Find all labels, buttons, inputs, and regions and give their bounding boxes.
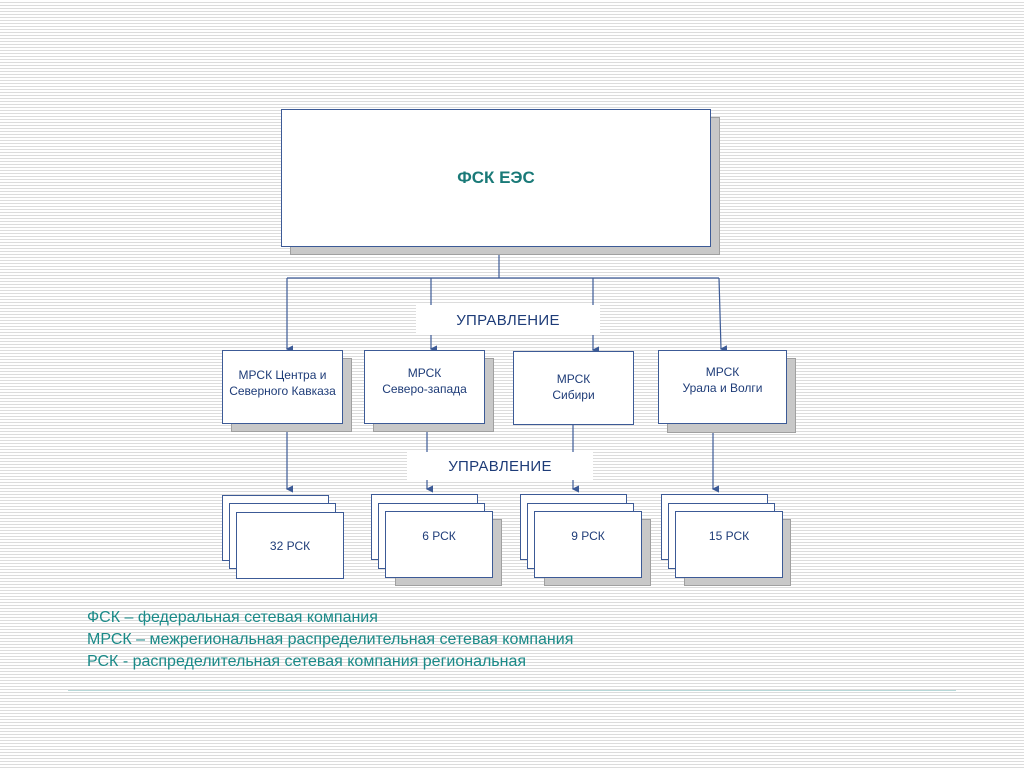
management-label-bottom: УПРАВЛЕНИЕ [407,452,593,480]
mrsk-siberia-box: МРСК Сибири [513,351,634,425]
legend-line-rsk: РСК - распределительная сетевая компания… [87,653,527,670]
rsk-15-box: 15 РСК [675,511,783,578]
mrsk-ural-volga-box: МРСК Урала и Волги [658,350,787,424]
mrsk-1-line2: Северного Кавказа [229,384,336,398]
rsk-6-box: 6 РСК [385,511,493,578]
rsk-3-label: 9 РСК [571,528,605,543]
fsk-ees-label: ФСК ЕЭС [457,168,535,187]
legend: ФСК – федеральная сетевая компания МРСК … [87,607,573,673]
mrsk-1-line1: МРСК Центра и [238,368,327,382]
arrow-to-mrsk-4 [718,277,728,353]
mrsk-3-line1: МРСК [556,372,591,386]
rsk-9-box: 9 РСК [534,511,642,578]
rsk-4-label: 15 РСК [708,528,750,543]
rsk-1-label: 32 РСК [269,538,311,553]
legend-line-mrsk: МРСК – межрегиональная распределительная… [87,631,574,648]
mrsk-northwest-box: МРСК Северо-запада [364,350,485,424]
rsk-2-label: 6 РСК [422,528,456,543]
rsk-32-box: 32 РСК [236,512,344,579]
management-label-top: УПРАВЛЕНИЕ [416,305,600,335]
fsk-ees-box: ФСК ЕЭС [281,109,711,247]
mrsk-3-line2: Сибири [552,388,595,402]
mrsk-2-line1: МРСК [407,366,442,380]
mrsk-4-line2: Урала и Волги [682,381,763,395]
mrsk-center-caucasus-box: МРСК Центра и Северного Кавказа [222,350,343,424]
mrsk-2-line2: Северо-запада [382,382,467,396]
bottom-divider [68,690,956,691]
legend-line-fsk: ФСК – федеральная сетевая компания [87,609,378,626]
mrsk-4-line1: МРСК [705,365,740,379]
